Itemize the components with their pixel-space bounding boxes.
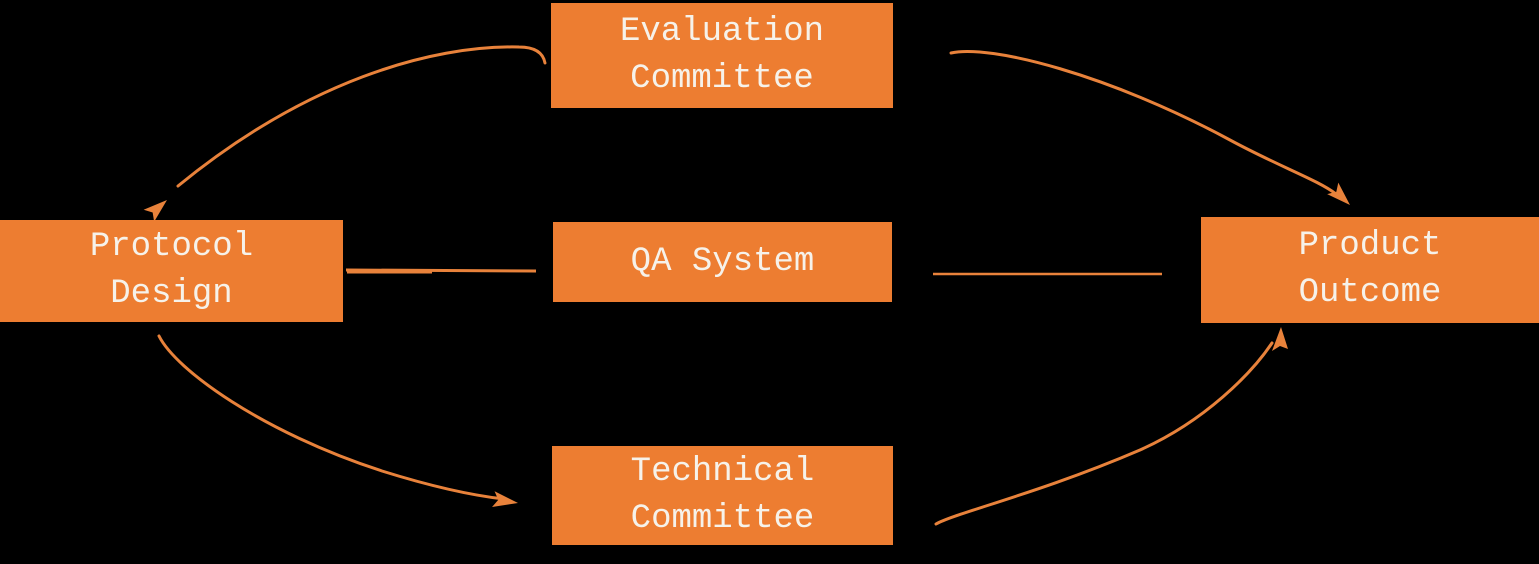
edge-protocol-to-technical (157, 334, 506, 501)
edge-evaluation-to-protocol (176, 45, 547, 188)
arrowhead-evaluation-to-protocol (143, 200, 167, 222)
node-label-line: Technical (630, 452, 815, 491)
node-label-line: Design (110, 275, 233, 313)
node-label-line: Committee (630, 59, 814, 98)
arrowhead-technical-to-product (1272, 327, 1288, 351)
node-technical-committee: Technical Committee (552, 446, 893, 545)
node-evaluation-committee: Evaluation Committee (551, 3, 893, 108)
node-product-outcome: Product Outcome (1201, 217, 1539, 323)
node-label-line: Evaluation (619, 12, 825, 51)
node-label-line: Protocol (89, 228, 254, 266)
edge-protocol-to-qa (345, 268, 537, 273)
node-label-line: Committee (630, 499, 815, 538)
node-qa-system: QA System (553, 222, 892, 302)
node-protocol-design: Protocol Design (0, 220, 343, 322)
node-label-line: Product (1298, 227, 1442, 265)
edge-technical-to-product (934, 341, 1274, 526)
arrowhead-protocol-to-technical (492, 491, 518, 507)
node-label-line: QA System (630, 242, 815, 281)
edge-evaluation-to-product (949, 49, 1338, 196)
arrowhead-evaluation-to-product (1327, 182, 1350, 205)
node-label-line: Outcome (1298, 274, 1442, 312)
